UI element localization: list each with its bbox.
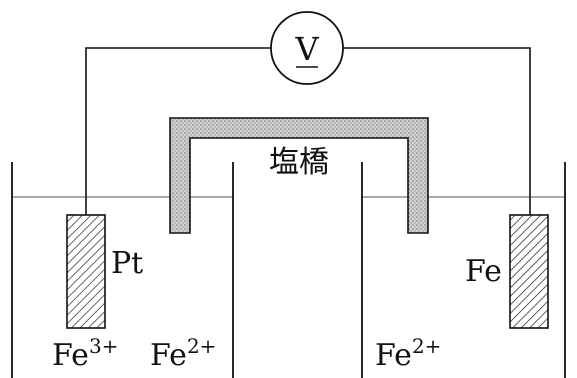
salt-bridge-label: 塩橋 [269,145,329,180]
salt-bridge: 塩橋 [169,117,429,234]
fe-electrode-label: Fe [465,254,502,289]
fe2-ion-label-left: Fe2+ [150,334,216,373]
pt-electrode [66,214,106,329]
voltmeter-circle [270,11,344,85]
external-wire [85,47,531,215]
voltmeter-symbol: V [294,30,319,68]
pt-electrode-label: Pt [111,246,143,281]
fe2-ion-label-right: Fe2+ [375,334,441,373]
fe3-ion-label: Fe3+ [52,334,118,373]
voltmeter: V [270,11,344,85]
beaker-walls [11,162,566,378]
fe-electrode [509,214,549,329]
